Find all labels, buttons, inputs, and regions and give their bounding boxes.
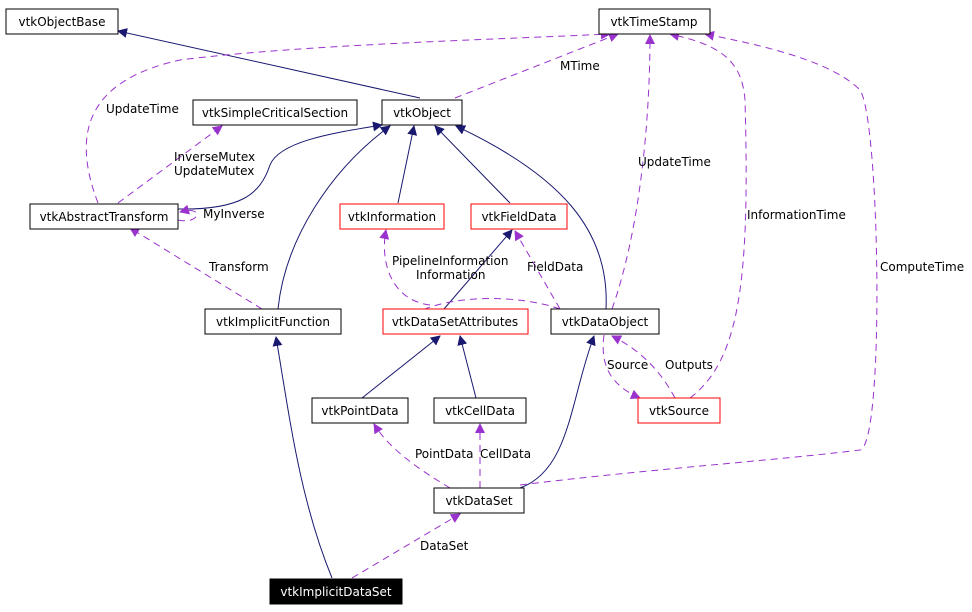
- svg-text:vtkTimeStamp: vtkTimeStamp: [610, 15, 697, 29]
- svg-text:vtkFieldData: vtkFieldData: [481, 210, 556, 224]
- usage-edge-transform: [129, 227, 263, 310]
- svg-text:vtkDataSetAttributes: vtkDataSetAttributes: [392, 315, 518, 329]
- usage-edge-source: [602, 334, 641, 400]
- svg-text:vtkSimpleCriticalSection: vtkSimpleCriticalSection: [202, 106, 348, 120]
- svg-text:vtkDataSet: vtkDataSet: [445, 494, 512, 508]
- svg-text:vtkDataObject: vtkDataObject: [562, 315, 649, 329]
- node-vtkfielddata[interactable]: vtkFieldData: [470, 203, 568, 230]
- usage-edge-fielddata: [514, 230, 561, 310]
- svg-text:vtkAbstractTransform: vtkAbstractTransform: [40, 210, 169, 224]
- inherit-edge-implicitdataset-implicitfunction: [272, 336, 333, 579]
- svg-text:vtkImplicitFunction: vtkImplicitFunction: [216, 315, 330, 329]
- label-outputs: Outputs: [665, 358, 713, 372]
- inherit-edge-pointdata-datasetattributes: [361, 335, 441, 399]
- node-vtkdatasetattributes[interactable]: vtkDataSetAttributes: [382, 308, 529, 335]
- node-vtkabstracttransform[interactable]: vtkAbstractTransform: [29, 203, 179, 230]
- svg-text:vtkImplicitDataSet: vtkImplicitDataSet: [280, 585, 392, 599]
- label-computetime: ComputeTime: [880, 260, 964, 274]
- svg-text:vtkCellData: vtkCellData: [445, 404, 515, 418]
- inherit-edge-datasetattributes-fielddata: [443, 229, 513, 310]
- node-vtkobject[interactable]: vtkObject: [381, 99, 463, 126]
- label-dataset: DataSet: [420, 539, 469, 553]
- inherit-edge-object-objectbase: [117, 28, 421, 99]
- label-pointdata: PointData: [415, 447, 473, 461]
- label-pipelineinformation: PipelineInformation: [392, 254, 508, 268]
- label-information: Information: [416, 268, 485, 282]
- svg-text:vtkInformation: vtkInformation: [348, 210, 436, 224]
- inherit-edge-dataobject-object: [455, 125, 607, 310]
- node-vtkcelldata[interactable]: vtkCellData: [433, 397, 527, 424]
- usage-edge-myinverse: [177, 204, 198, 222]
- inherit-edge-dataset-dataobject: [519, 335, 596, 489]
- node-vtkinformation[interactable]: vtkInformation: [339, 203, 445, 230]
- node-vtksource[interactable]: vtkSource: [637, 397, 721, 424]
- usage-edge-mtime: [454, 32, 619, 99]
- label-source: Source: [607, 358, 648, 372]
- label-fielddata: FieldData: [527, 260, 583, 274]
- label-updatemutex: UpdateMutex: [174, 164, 254, 178]
- node-vtkobjectbase[interactable]: vtkObjectBase: [5, 8, 119, 35]
- inherit-edge-fielddata-object: [434, 125, 511, 204]
- node-vtkdataobject[interactable]: vtkDataObject: [550, 308, 660, 335]
- node-vtktimestamp[interactable]: vtkTimeStamp: [598, 8, 711, 35]
- usage-edge-dataset: [351, 513, 461, 579]
- usage-edge-mutex: [117, 125, 223, 204]
- usage-edge-pointdata: [373, 423, 451, 489]
- label-informationtime: InformationTime: [747, 208, 846, 222]
- svg-text:vtkSource: vtkSource: [649, 404, 709, 418]
- label-updatetime-right: UpdateTime: [638, 155, 711, 169]
- usage-edge-pipelineinformation: [379, 229, 431, 306]
- node-vtkimplicitdataset[interactable]: vtkImplicitDataSet: [269, 578, 403, 605]
- usage-edge-information: [424, 298, 561, 310]
- label-mtime: MTime: [560, 59, 600, 73]
- node-vtkdataset[interactable]: vtkDataSet: [433, 487, 525, 514]
- inherit-edge-abstracttransform-object: [177, 121, 383, 210]
- label-transform: Transform: [208, 260, 269, 274]
- svg-text:vtkObjectBase: vtkObjectBase: [18, 15, 105, 29]
- usage-edge-updatetime-dataobject: [611, 34, 655, 310]
- svg-text:vtkObject: vtkObject: [393, 106, 451, 120]
- svg-text:vtkPointData: vtkPointData: [321, 404, 398, 418]
- node-vtksimplecriticalsection[interactable]: vtkSimpleCriticalSection: [192, 99, 358, 126]
- inherit-edge-information-object: [397, 125, 418, 204]
- usage-edge-updatetime-abstracttransform: [85, 29, 611, 204]
- label-celldata: CellData: [480, 447, 531, 461]
- inherit-edge-celldata-datasetattributes: [457, 335, 477, 399]
- label-updatetime-left: UpdateTime: [106, 102, 179, 116]
- usage-edge-informationtime: [669, 31, 747, 399]
- label-inversemutex: InverseMutex: [174, 150, 255, 164]
- usage-edge-computetime: [519, 30, 878, 486]
- node-vtkimplicitfunction[interactable]: vtkImplicitFunction: [204, 308, 342, 335]
- label-myinverse: MyInverse: [203, 207, 265, 221]
- node-vtkpointdata[interactable]: vtkPointData: [311, 397, 409, 424]
- inherit-edge-implicitfunction-object: [277, 125, 391, 310]
